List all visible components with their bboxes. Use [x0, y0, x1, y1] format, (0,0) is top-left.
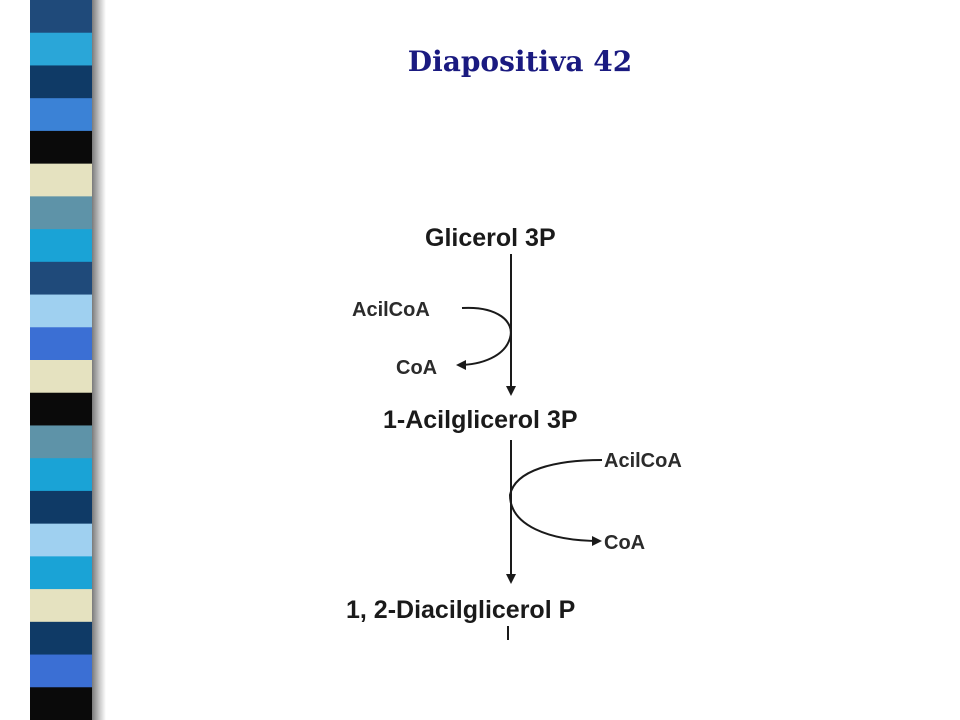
stripe-segment — [30, 98, 92, 132]
stripe-segment — [30, 621, 92, 656]
stripe-segment — [30, 130, 92, 165]
stripe-segment — [30, 65, 92, 99]
substrate-glicerol-3p: Glicerol 3P — [425, 224, 556, 252]
decorative-side-stripe — [30, 0, 92, 720]
product-1-2-diacilglicerol-p: 1, 2-Diacilglicerol P — [346, 596, 575, 624]
stripe-segment — [30, 556, 92, 590]
stripe-segment — [30, 229, 92, 263]
stripe-segment — [30, 261, 92, 296]
stripe-segment — [30, 32, 92, 66]
stripe-segment — [30, 360, 92, 394]
cofactor-coa-1: CoA — [396, 357, 437, 379]
stripe-segment — [30, 523, 92, 557]
stripe-segment — [30, 687, 92, 720]
side-reaction-curve-2 — [508, 459, 603, 546]
stripe-segment — [30, 294, 92, 328]
stripe-segment — [30, 196, 92, 230]
stripe-shadow — [92, 0, 106, 720]
stripe-segment — [30, 163, 92, 197]
metabolic-pathway-diagram: Glicerol 3P AcilCoA CoA 1-Acilglicerol 3… — [346, 224, 682, 640]
cofactor-coa-2: CoA — [604, 532, 645, 554]
slide-title: Diapositiva 42 — [407, 45, 633, 78]
cofactor-acilcoa-2: AcilCoA — [604, 450, 682, 472]
side-reaction-curve-1 — [456, 306, 512, 370]
stripe-segment — [30, 327, 92, 361]
stripe-segment — [30, 458, 92, 492]
stripe-segment — [30, 490, 92, 525]
cofactor-acilcoa-1: AcilCoA — [352, 299, 430, 321]
intermediate-1-acilglicerol-3p: 1-Acilglicerol 3P — [383, 406, 578, 434]
stripe-segment — [30, 589, 92, 623]
stripe-segment — [30, 392, 92, 426]
stripe-segment — [30, 0, 92, 34]
stripe-segment — [30, 425, 92, 459]
stripe-segment — [30, 654, 92, 688]
